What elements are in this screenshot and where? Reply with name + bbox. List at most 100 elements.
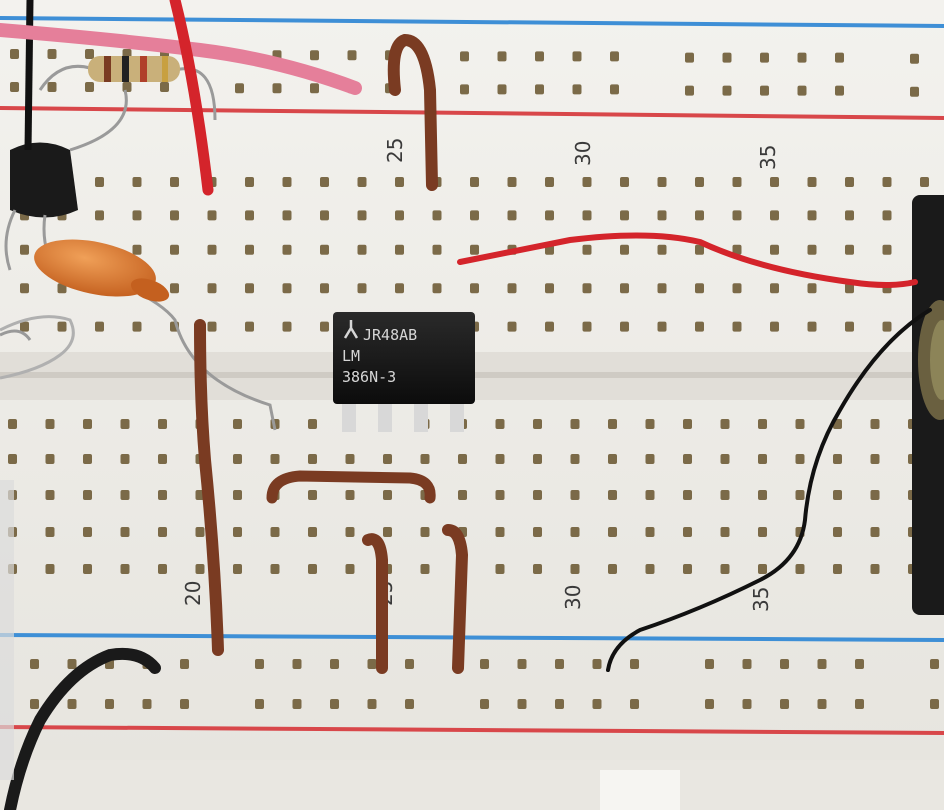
breadboard-hole — [83, 454, 92, 464]
breadboard-hole — [20, 244, 29, 255]
row-number-30-top: 30 — [571, 141, 595, 166]
breadboard-hole — [460, 51, 469, 62]
breadboard-hole — [807, 210, 817, 221]
breadboard-hole — [30, 659, 39, 669]
breadboard-hole — [495, 490, 505, 500]
breadboard-hole — [807, 177, 817, 187]
breadboard-hole — [83, 419, 92, 429]
breadboard-hole — [770, 177, 779, 187]
breadboard-hole — [758, 490, 767, 500]
breadboard-hole — [282, 210, 292, 221]
breadboard-hole — [720, 564, 730, 574]
breadboard-hole — [405, 699, 414, 709]
breadboard-hole — [480, 659, 489, 669]
breadboard-hole — [470, 210, 479, 221]
breadboard-hole — [582, 321, 592, 332]
breadboard-hole — [780, 699, 789, 709]
breadboard-hole — [795, 419, 805, 429]
breadboard-hole — [870, 490, 880, 500]
breadboard-hole — [320, 321, 329, 332]
breadboard-hole — [207, 244, 217, 255]
lm386-chip: JR48AB LM 386N-3 — [333, 312, 475, 432]
breadboard-hole — [608, 490, 617, 500]
breadboard-hole — [282, 283, 292, 294]
chip-marking-line1: JR48AB — [363, 326, 417, 344]
breadboard-hole — [645, 527, 655, 537]
breadboard-hole — [645, 564, 655, 574]
breadboard-hole — [870, 564, 880, 574]
breadboard-hole — [760, 52, 769, 63]
breadboard-hole — [545, 283, 554, 294]
breadboard-hole — [870, 454, 880, 464]
brown-jumper-top — [387, 33, 438, 191]
breadboard-hole — [835, 52, 844, 63]
breadboard-hole — [845, 210, 854, 221]
breadboard-hole — [195, 527, 205, 537]
breadboard-hole — [158, 419, 167, 429]
breadboard-hole — [742, 659, 752, 669]
breadboard-hole — [308, 419, 317, 429]
breadboard-hole — [8, 419, 17, 429]
breadboard-hole — [608, 419, 617, 429]
breadboard-hole — [592, 699, 602, 709]
breadboard-hole — [570, 564, 580, 574]
breadboard-hole — [235, 83, 244, 94]
breadboard-hole — [555, 699, 564, 709]
breadboard-hole — [770, 244, 779, 255]
breadboard-hole — [645, 490, 655, 500]
breadboard-hole — [630, 659, 639, 669]
breadboard-hole — [855, 699, 864, 709]
breadboard-hole — [570, 419, 580, 429]
breadboard-hole — [170, 283, 179, 294]
breadboard-hole — [122, 82, 132, 92]
breadboard-hole — [657, 283, 667, 294]
breadboard-hole — [758, 454, 767, 464]
row-number-30-bottom: 30 — [561, 585, 585, 610]
breadboard-hole — [207, 321, 217, 332]
breadboard-hole — [507, 321, 517, 332]
brown-jumper-horizontal — [266, 470, 436, 504]
chip-marking-line2: LM — [342, 347, 360, 365]
breadboard-hole — [760, 85, 769, 96]
breadboard-hole — [395, 177, 404, 187]
breadboard-hole — [533, 527, 542, 537]
breadboard-hole — [758, 419, 767, 429]
breadboard-hole — [582, 244, 592, 255]
breadboard-hole — [170, 177, 179, 187]
breadboard-hole — [367, 699, 377, 709]
brown-wire-long — [194, 319, 224, 656]
breadboard-hole — [420, 454, 430, 464]
breadboard-hole — [695, 244, 704, 255]
breadboard-hole — [272, 83, 282, 94]
breadboard-hole — [170, 244, 179, 255]
breadboard-hole — [695, 177, 704, 187]
breadboard-hole — [517, 659, 527, 669]
breadboard-hole — [807, 283, 817, 294]
breadboard-hole — [833, 527, 842, 537]
breadboard-hole — [720, 419, 730, 429]
breadboard-hole — [105, 699, 114, 709]
breadboard-hole — [282, 177, 292, 187]
breadboard-hole — [807, 244, 817, 255]
breadboard-hole — [722, 52, 732, 63]
breadboard-hole — [47, 82, 57, 92]
black-wire-speaker — [606, 308, 932, 672]
breadboard-hole — [882, 321, 892, 332]
breadboard-hole — [345, 527, 355, 537]
breadboard-hole — [797, 85, 807, 96]
breadboard-hole — [207, 210, 217, 221]
breadboard-hole — [930, 659, 939, 669]
breadboard-hole — [570, 490, 580, 500]
breadboard-hole — [533, 454, 542, 464]
breadboard-hole — [83, 564, 92, 574]
breadboard-hole — [270, 527, 280, 537]
breadboard-hole — [572, 84, 582, 95]
breadboard-hole — [845, 321, 854, 332]
breadboard-hole — [770, 321, 779, 332]
breadboard-hole — [270, 564, 280, 574]
breadboard-hole — [497, 84, 507, 95]
breadboard-hole — [158, 564, 167, 574]
breadboard-hole — [555, 659, 564, 669]
breadboard-hole — [395, 210, 404, 221]
